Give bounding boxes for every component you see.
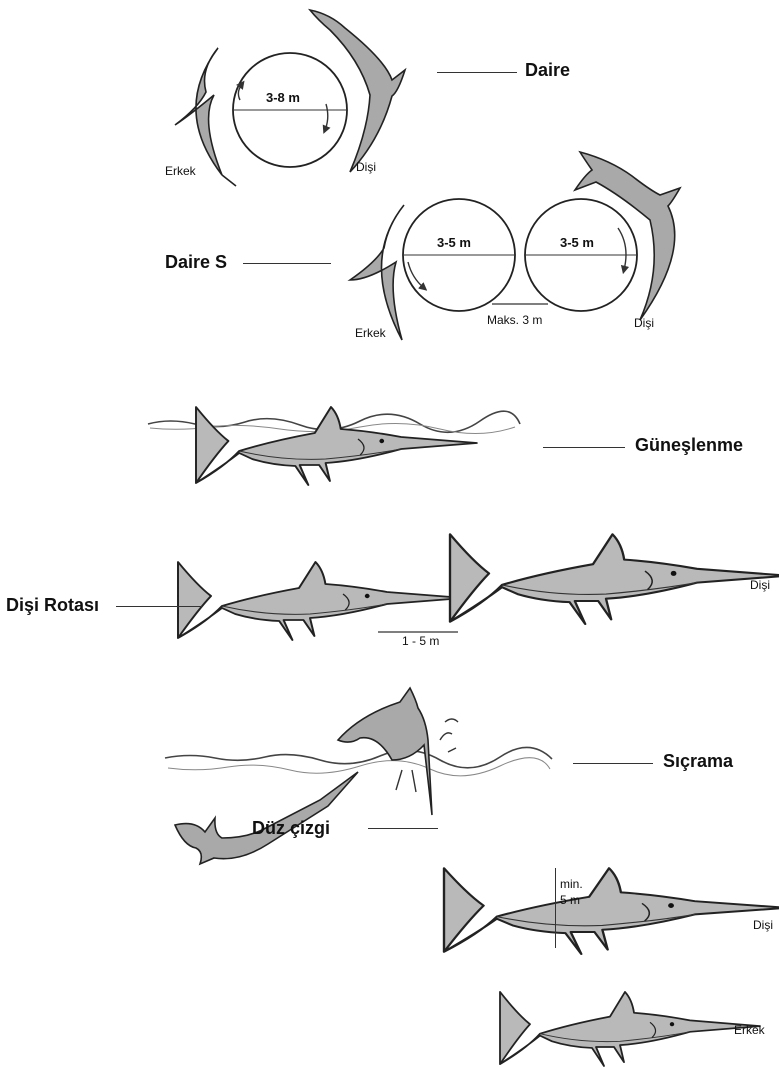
label-erkek-daire-s: Erkek (355, 326, 386, 340)
daire-s-group (350, 152, 680, 340)
label-disi-daire: Dişi (356, 160, 376, 174)
distance-disi-rotasi: 1 - 5 m (402, 634, 439, 648)
disi-rotasi-group (178, 534, 779, 640)
water-surface-icon (165, 747, 552, 767)
label-disi-daire-s: Dişi (634, 316, 654, 330)
label-gunes: Güneşlenme (635, 435, 743, 456)
distance-duz-1: min. (560, 877, 583, 891)
distance-daire-s-right: 3-5 m (560, 235, 594, 250)
distance-daire: 3-8 m (266, 90, 300, 105)
label-erkek-duz: Erkek (734, 1023, 765, 1037)
gunes-group (148, 407, 520, 485)
distance-daire-s-left: 3-5 m (437, 235, 471, 250)
label-daire-s: Daire S (165, 252, 227, 273)
label-disi-rotasi: Dişi Rotası (6, 595, 99, 616)
swordfish-icon (310, 10, 405, 172)
label-duz-cizgi: Düz çizgi (252, 818, 330, 839)
label-daire: Daire (525, 60, 570, 81)
duz-cizgi-group (444, 868, 779, 1066)
swordfish-icon (175, 48, 222, 175)
label-erkek-daire: Erkek (165, 164, 196, 178)
swordfish-icon (338, 688, 432, 815)
label-sicrama: Sıçrama (663, 751, 733, 772)
swordfish-icon (350, 205, 404, 340)
gap-daire-s: Maks. 3 m (487, 313, 542, 327)
label-disi-rota: Dişi (750, 578, 779, 592)
label-disi-duz: Dişi (753, 918, 779, 932)
sicrama-group (165, 688, 552, 864)
distance-duz-2: 5 m (560, 893, 580, 907)
